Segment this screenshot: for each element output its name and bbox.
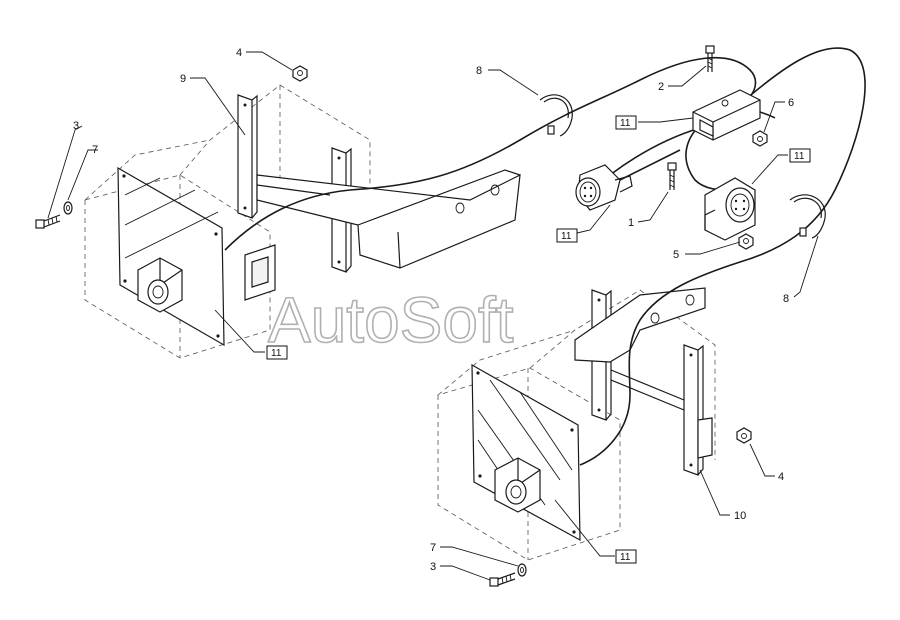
boxed-callout-11-left-lamp: 11 <box>266 345 288 360</box>
washer-icon-bottom <box>517 563 527 577</box>
left-reflector-plate <box>117 166 225 347</box>
svg-text:11: 11 <box>271 348 282 359</box>
left-bracket-arm <box>256 173 521 269</box>
callout-labels: 4 9 3 7 8 2 6 1 5 8 4 10 7 3 <box>73 47 794 573</box>
callout-6: 6 <box>788 97 794 109</box>
left-bracket-assembly <box>84 84 521 359</box>
socket-connector-icon <box>704 177 756 241</box>
boxed-callout-11-junction: 11 <box>615 115 637 130</box>
callout-8-right: 8 <box>783 293 789 305</box>
callout-5: 5 <box>673 249 679 261</box>
right-vertical-bar-front <box>683 344 699 476</box>
leader-lines <box>47 51 819 581</box>
callout-2: 2 <box>658 81 664 93</box>
boxed-callouts: 11 11 11 11 11 <box>266 115 811 564</box>
callout-1: 1 <box>628 217 634 229</box>
callout-8-top: 8 <box>476 65 482 77</box>
callout-7-left: 7 <box>92 144 98 156</box>
callout-3-left: 3 <box>73 120 79 132</box>
bolt-icon-top <box>705 45 715 72</box>
cable-clamp-icon-top <box>539 94 573 137</box>
wiring-harness <box>224 47 866 466</box>
boxed-callout-11-socket: 11 <box>789 148 811 163</box>
boxed-callout-11-right-lamp: 11 <box>615 549 637 564</box>
left-vertical-bar-rear <box>237 94 253 219</box>
callout-3-bottom: 3 <box>430 561 436 573</box>
right-reflector-plate <box>471 363 581 542</box>
callout-4-left: 4 <box>236 47 242 59</box>
callout-9: 9 <box>180 73 186 85</box>
nut-icon-left-top <box>292 65 308 82</box>
right-bracket-assembly <box>437 287 716 561</box>
right-bracket-arm <box>574 287 706 363</box>
svg-text:11: 11 <box>794 151 805 162</box>
watermark-text: AutoSoft <box>268 284 514 356</box>
cable-clamp-icon-right <box>789 194 826 239</box>
svg-text:11: 11 <box>620 118 631 129</box>
nut-icon-six <box>752 130 768 147</box>
callout-4-right: 4 <box>778 471 784 483</box>
callout-7-bottom: 7 <box>430 542 436 554</box>
nut-icon-five <box>738 233 754 250</box>
plug-connector-icon <box>575 149 681 211</box>
junction-box <box>692 89 761 141</box>
bolt-icon-bottom <box>489 572 516 587</box>
right-lamp-icon <box>494 457 541 513</box>
nut-icon-right <box>736 427 752 444</box>
washer-icon-left <box>63 201 73 215</box>
callout-10: 10 <box>734 510 746 522</box>
boxed-callout-11-plug: 11 <box>556 228 578 243</box>
svg-text:11: 11 <box>620 552 631 563</box>
bolt-icon-left <box>35 214 61 229</box>
left-lamp-icon <box>137 257 183 313</box>
svg-text:11: 11 <box>561 231 572 242</box>
bolt-icon-mid <box>667 162 677 190</box>
